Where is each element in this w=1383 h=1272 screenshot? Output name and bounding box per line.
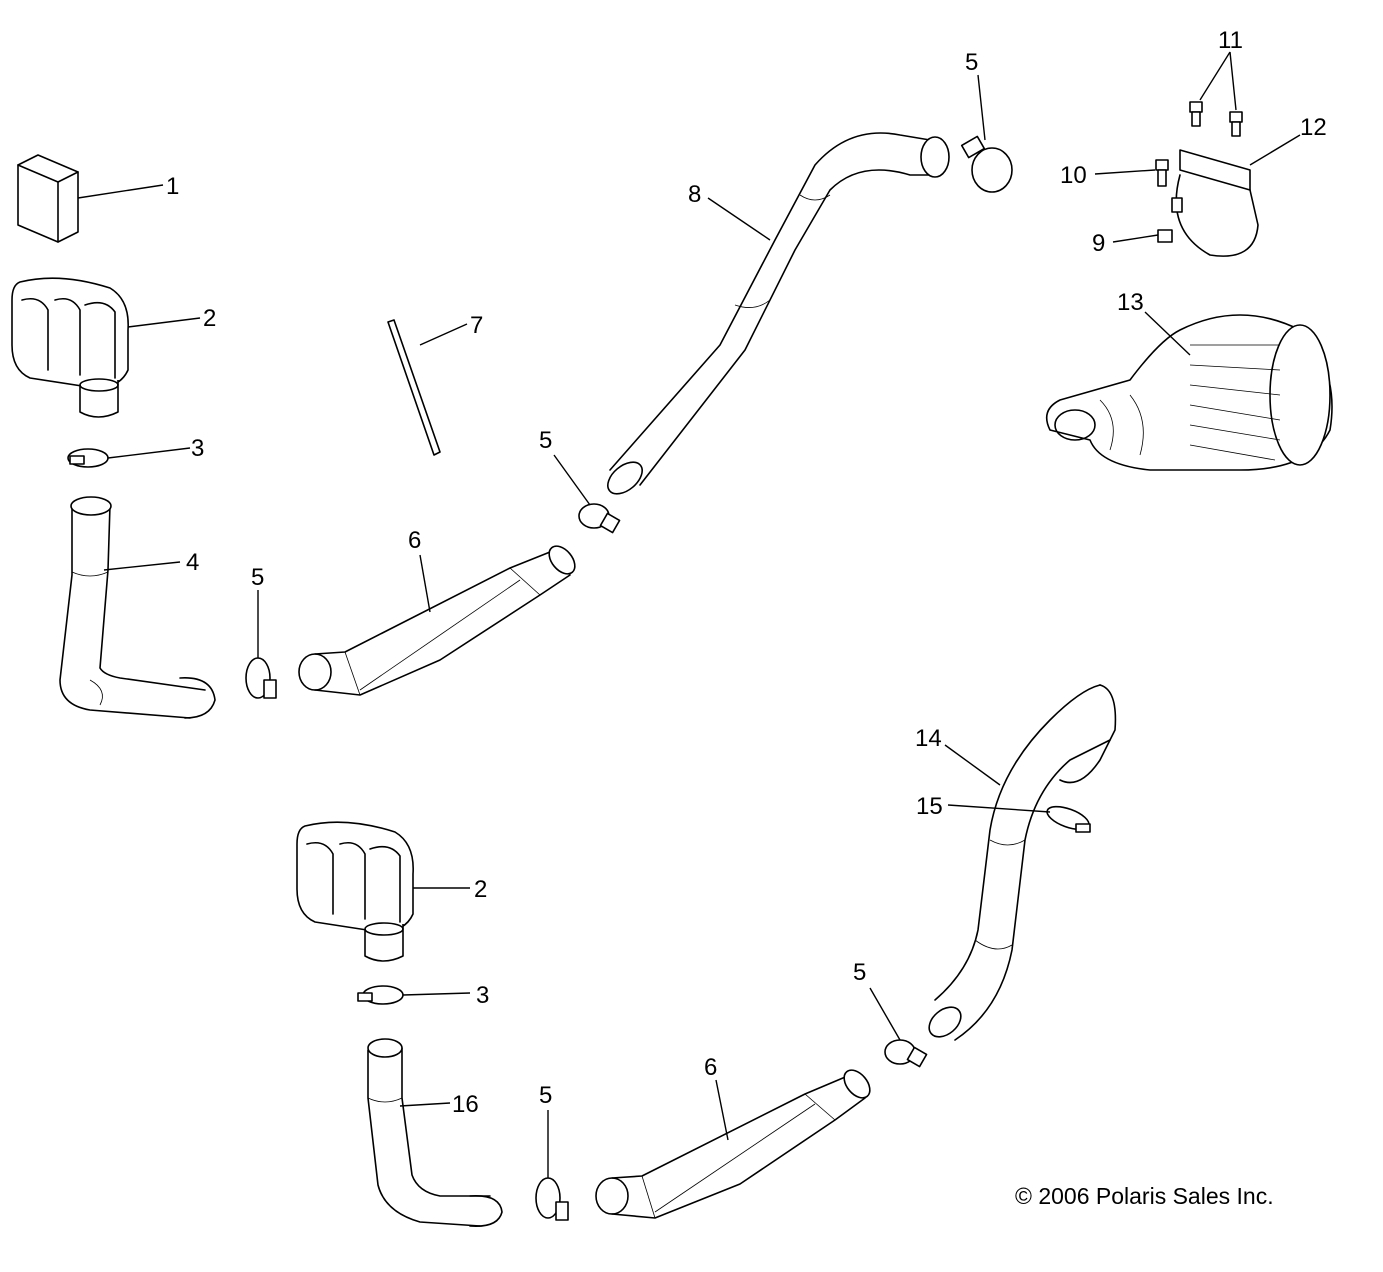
callout-8: 8 bbox=[688, 181, 701, 208]
part-6-duct-bottom bbox=[595, 1069, 871, 1219]
part-7-strap bbox=[387, 319, 441, 456]
part-4-bent-tube bbox=[59, 496, 216, 719]
callout-7: 7 bbox=[470, 312, 483, 339]
callout-3-bottom: 3 bbox=[476, 982, 489, 1009]
leader-lines bbox=[77, 51, 1301, 1178]
callout-2-bottom: 2 bbox=[474, 876, 487, 903]
callout-3-top: 3 bbox=[191, 435, 204, 462]
callout-16: 16 bbox=[452, 1091, 479, 1118]
part-9-nut bbox=[1157, 229, 1173, 243]
callout-5-c: 5 bbox=[965, 49, 978, 76]
part-12-bracket-strap bbox=[1171, 149, 1259, 257]
callout-4: 4 bbox=[186, 549, 199, 576]
callout-1: 1 bbox=[166, 173, 179, 200]
callout-10: 10 bbox=[1060, 162, 1087, 189]
part-5-clamp-d bbox=[884, 1039, 928, 1068]
part-2-baffle-top bbox=[11, 277, 129, 418]
callout-11: 11 bbox=[1218, 27, 1243, 54]
part-3-clamp-bottom bbox=[357, 985, 404, 1005]
part-6-duct-top bbox=[298, 545, 576, 696]
part-16-bent-tube bbox=[367, 1038, 503, 1228]
callout-13: 13 bbox=[1117, 289, 1144, 316]
part-1-block bbox=[17, 154, 79, 243]
part-11-bolts bbox=[1189, 101, 1243, 137]
callout-5-e: 5 bbox=[539, 1082, 552, 1109]
callout-6-top: 6 bbox=[408, 527, 421, 554]
part-5-clamp-b bbox=[578, 503, 621, 534]
part-8-tube bbox=[607, 132, 950, 495]
callout-9: 9 bbox=[1092, 230, 1105, 257]
part-14-tube bbox=[928, 684, 1117, 1041]
part-13-filter-housing bbox=[1045, 314, 1333, 471]
callout-6-bottom: 6 bbox=[704, 1054, 717, 1081]
part-5-clamp-c bbox=[960, 135, 1013, 193]
part-3-clamp-top bbox=[67, 448, 109, 468]
callout-15: 15 bbox=[916, 793, 943, 820]
callout-2-top: 2 bbox=[203, 305, 216, 332]
callout-12: 12 bbox=[1300, 114, 1327, 141]
callout-14: 14 bbox=[915, 725, 942, 752]
part-5-clamp-e bbox=[535, 1177, 569, 1221]
part-10-bolt bbox=[1155, 159, 1169, 187]
part-2-baffle-bottom bbox=[296, 821, 414, 962]
part-5-clamp-a bbox=[245, 657, 277, 699]
part-15-clamp bbox=[1046, 805, 1091, 833]
callout-5-a: 5 bbox=[251, 564, 264, 591]
callout-5-d: 5 bbox=[853, 959, 866, 986]
copyright-text: © 2006 Polaris Sales Inc. bbox=[1015, 1183, 1274, 1209]
callout-5-b: 5 bbox=[539, 427, 552, 454]
